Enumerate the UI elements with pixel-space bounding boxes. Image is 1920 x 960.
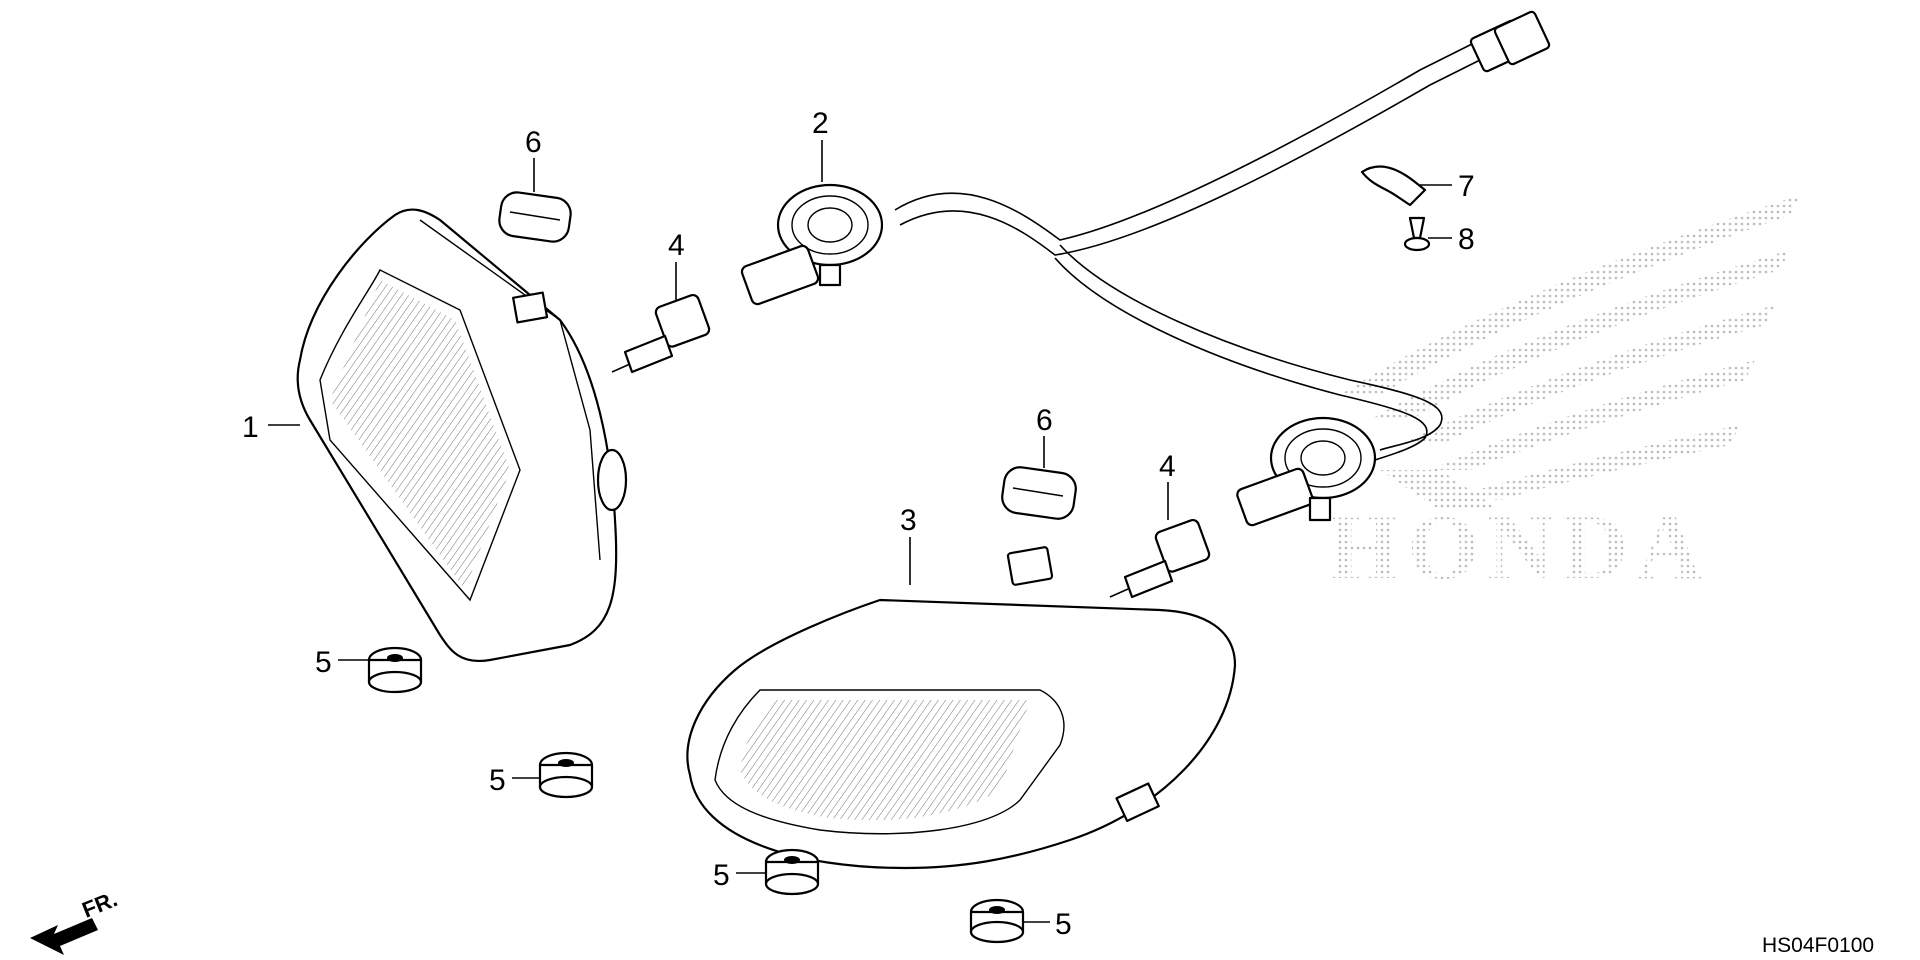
bulb (611, 293, 711, 374)
callout-6: 6 (525, 126, 542, 159)
callout-8: 8 (1458, 223, 1475, 256)
callout-5: 5 (489, 764, 506, 797)
bulb-socket (740, 183, 884, 306)
leader-lines (268, 140, 1452, 923)
wire-clip (1360, 165, 1427, 207)
bulb-socket-lower (1236, 416, 1377, 527)
callout-5: 5 (713, 859, 730, 892)
honda-wing-logo (1340, 195, 1800, 510)
callout-4: 4 (668, 229, 685, 262)
grommet (1001, 466, 1077, 520)
screw (1403, 216, 1431, 252)
callout-6: 6 (1036, 404, 1053, 437)
front-label: FR. (79, 886, 121, 922)
rubber-mount (538, 751, 594, 799)
callout-5: 5 (1055, 908, 1072, 941)
grommet (498, 191, 572, 243)
headlight-left (296, 208, 628, 663)
callout-7: 7 (1458, 170, 1475, 203)
callout-1: 1 (242, 411, 259, 444)
rubber-mount (367, 646, 423, 694)
front-direction-arrow-icon (30, 918, 98, 955)
bulb-lower (1109, 518, 1211, 599)
wire-harness (894, 10, 1551, 461)
rubber-mount (969, 898, 1025, 944)
honda-watermark: HONDA (1328, 496, 1710, 598)
diagram-code: HS04F0100 (1762, 934, 1874, 957)
headlight-right (686, 546, 1237, 870)
callout-3: 3 (900, 504, 917, 537)
callout-5: 5 (315, 646, 332, 679)
callout-2: 2 (812, 107, 829, 140)
rubber-mount (764, 848, 820, 896)
callout-4: 4 (1159, 450, 1176, 483)
